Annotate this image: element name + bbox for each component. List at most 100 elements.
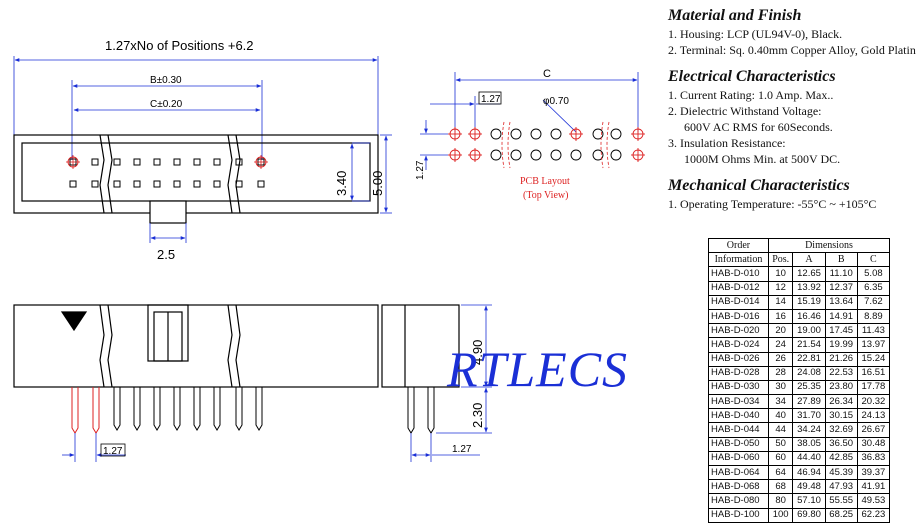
key-width-label: 2.5: [157, 247, 175, 262]
overall-length-label: 1.27xNo of Positions +6.2: [105, 38, 254, 53]
header-dimensions: Dimensions: [767, 237, 891, 254]
b-dimension-label: B±0.30: [150, 75, 182, 86]
c-cell: 62.23: [856, 507, 891, 523]
c-cell: 26.67: [856, 422, 891, 438]
a-cell: 46.94: [792, 464, 826, 481]
pcb-hole-dia-label: φ0.70: [543, 96, 569, 107]
electrical-item-3: 3. Insulation Resistance:: [668, 136, 786, 150]
b-cell: 47.93: [824, 479, 858, 495]
b-cell: 11.10: [824, 266, 858, 282]
c-dimension-label: C±0.20: [150, 99, 183, 110]
b-cell: 13.64: [824, 294, 858, 310]
front-pitch-box: [100, 443, 126, 457]
watermark-text: RTLECS: [447, 341, 629, 397]
c-cell: 13.97: [856, 337, 891, 353]
order-cell: HAB-D-080: [708, 493, 769, 509]
a-cell: 16.46: [792, 308, 826, 325]
height-outer-label: 5.00: [370, 171, 385, 196]
a-cell: 44.40: [792, 450, 826, 467]
electrical-title: Electrical Characteristics: [668, 68, 836, 85]
b-cell: 45.39: [824, 464, 858, 481]
order-cell: HAB-D-026: [708, 351, 769, 367]
pcb-pitch-box: [478, 91, 502, 105]
header-pos: Pos.: [767, 252, 794, 268]
front-pitch-label: 1.27: [103, 446, 123, 457]
a-cell: 69.80: [792, 507, 826, 523]
c-cell: 30.48: [856, 436, 891, 452]
material-item-1: 1. Housing: LCP (UL94V-0), Black.: [668, 27, 843, 41]
pos-cell: 10: [767, 266, 794, 282]
pos-cell: 30: [767, 379, 794, 396]
order-cell: HAB-D-010: [708, 266, 769, 282]
pin1-triangle-icon: [60, 311, 88, 332]
b-cell: 36.50: [824, 436, 858, 452]
order-cell: HAB-D-034: [708, 394, 769, 410]
material-item-2: 2. Terminal: Sq. 0.40mm Copper Alloy, Go…: [668, 43, 916, 57]
a-cell: 25.35: [792, 379, 826, 396]
b-cell: 19.99: [824, 337, 858, 353]
b-cell: 68.25: [824, 507, 858, 523]
pcb-c-label: C: [543, 68, 551, 80]
b-cell: 42.85: [824, 450, 858, 467]
header-a: A: [792, 252, 826, 268]
c-cell: 11.43: [856, 323, 891, 339]
a-cell: 38.05: [792, 436, 826, 452]
order-cell: HAB-D-068: [708, 479, 769, 495]
pos-cell: 28: [767, 365, 794, 381]
c-cell: 24.13: [856, 408, 891, 424]
pos-cell: 26: [767, 351, 794, 367]
b-cell: 32.69: [824, 422, 858, 438]
dimensions-table: Order Dimensions Information Pos. A B C …: [708, 237, 891, 523]
a-cell: 22.81: [792, 351, 826, 367]
electrical-item-2-detail: 600V AC RMS for 60Seconds.: [684, 120, 833, 134]
header-information: Information: [708, 252, 769, 268]
a-cell: 27.89: [792, 394, 826, 410]
pos-cell: 20: [767, 323, 794, 339]
front-view: [13, 304, 379, 462]
header-b: B: [824, 252, 858, 268]
a-cell: 57.10: [792, 493, 826, 509]
mechanical-item-1: 1. Operating Temperature: -55°C ~ +105°C: [668, 197, 877, 211]
order-cell: HAB-D-100: [708, 507, 769, 523]
c-cell: 36.83: [856, 450, 891, 467]
b-cell: 30.15: [824, 408, 858, 424]
pin-length-label: 2.30: [470, 403, 485, 428]
pos-cell: 80: [767, 493, 794, 509]
a-cell: 19.00: [792, 323, 826, 339]
order-cell: HAB-D-044: [708, 422, 769, 438]
b-cell: 17.45: [824, 323, 858, 339]
pos-cell: 64: [767, 464, 794, 481]
pin-squares: [69, 158, 265, 188]
c-cell: 41.91: [856, 479, 891, 495]
material-title: Material and Finish: [668, 7, 802, 24]
a-cell: 34.24: [792, 422, 826, 438]
pos-cell: 14: [767, 294, 794, 310]
b-cell: 26.34: [824, 394, 858, 410]
order-cell: HAB-D-024: [708, 337, 769, 353]
pos-cell: 34: [767, 394, 794, 410]
c-cell: 5.08: [856, 266, 891, 282]
pcb-layout-subtitle: (Top View): [523, 190, 568, 201]
c-cell: 16.51: [856, 365, 891, 381]
side-view: [381, 304, 492, 462]
order-cell: HAB-D-030: [708, 379, 769, 396]
side-pitch-label: 1.27: [452, 444, 472, 455]
pos-cell: 100: [767, 507, 794, 523]
c-cell: 17.78: [856, 379, 891, 396]
a-cell: 24.08: [792, 365, 826, 381]
pcb-layout-title: PCB Layout: [520, 176, 570, 187]
a-cell: 13.92: [792, 280, 826, 296]
header-order: Order: [708, 237, 769, 254]
specifications-panel: Material and Finish 1. Housing: LCP (UL9…: [668, 6, 916, 212]
b-cell: 22.53: [824, 365, 858, 381]
b-cell: 14.91: [824, 308, 858, 325]
